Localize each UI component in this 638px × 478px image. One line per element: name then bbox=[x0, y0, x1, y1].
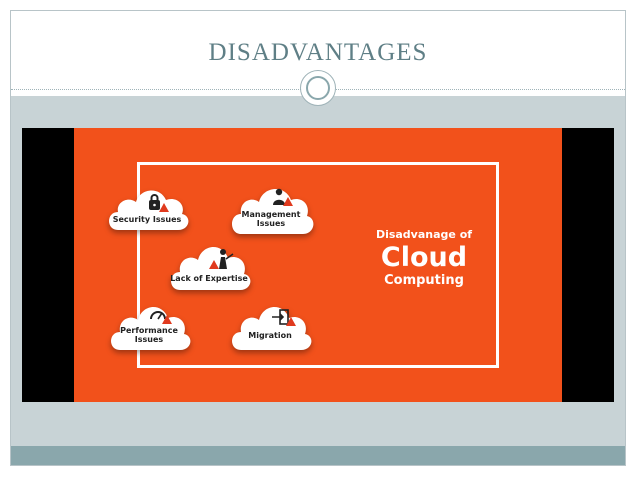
cloud-label: Management Issues bbox=[241, 210, 301, 228]
circle-ornament-icon bbox=[300, 70, 336, 106]
headline-main: Cloud bbox=[380, 242, 468, 273]
headline-bottom: Computing bbox=[384, 273, 464, 288]
cloud-security-issues: Security Issues bbox=[104, 180, 190, 232]
cloud-management-issues: Management Issues bbox=[227, 176, 315, 236]
cloud-performance-issues: Performance Issues bbox=[106, 296, 192, 352]
bottom-accent-bar bbox=[11, 446, 625, 465]
headline: Disadvanage of Cloud Computing bbox=[364, 228, 484, 288]
cloud-label: Migration bbox=[248, 331, 292, 340]
cloud-label: Performance Issues bbox=[120, 326, 178, 344]
infographic-image: Security Issues Management Issues Lack o… bbox=[22, 128, 614, 402]
orange-panel: Security Issues Management Issues Lack o… bbox=[74, 128, 562, 402]
headline-top: Disadvanage of bbox=[375, 228, 473, 241]
cloud-label: Security Issues bbox=[112, 215, 182, 224]
cloud-migration: Migration bbox=[227, 296, 313, 352]
cloud-label: Lack of Expertise bbox=[170, 274, 248, 283]
white-frame bbox=[137, 162, 499, 368]
cloud-lack-of-expertise: Lack of Expertise bbox=[166, 236, 252, 292]
slide-title: DISADVANTAGES bbox=[208, 39, 428, 66]
